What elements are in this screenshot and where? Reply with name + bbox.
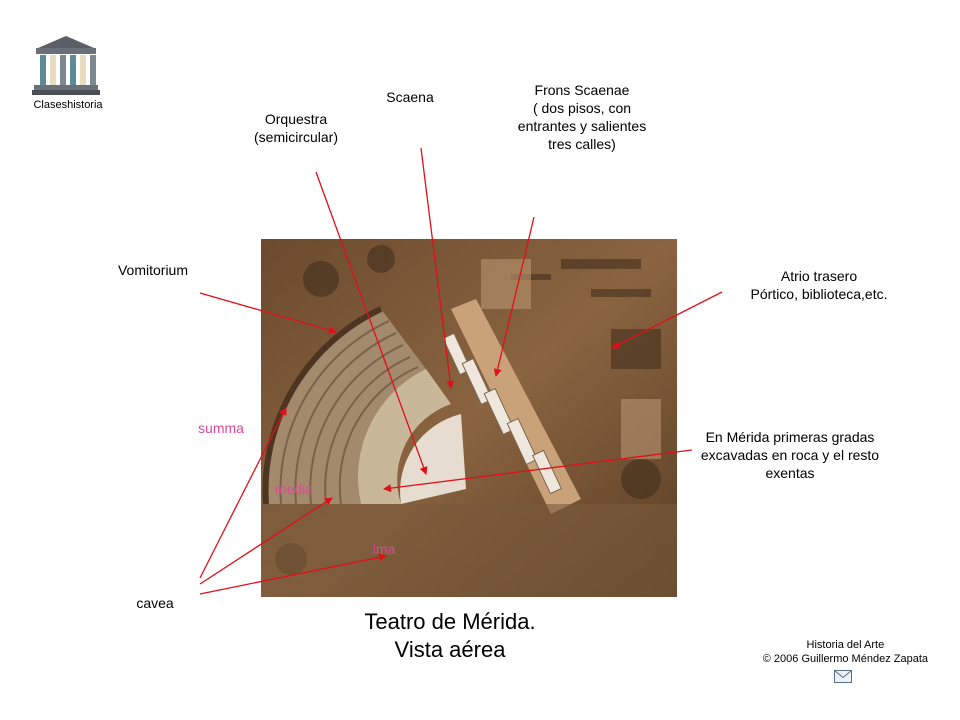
label-orquestra: Orquestra (semicircular) xyxy=(254,111,338,145)
theatre-aerial-photo xyxy=(261,239,677,597)
label-vomitorium: Vomitorium xyxy=(117,262,189,278)
label-merida: En Mérida primeras gradas excavadas en r… xyxy=(700,429,880,481)
label-media: media xyxy=(274,481,314,497)
greek-temple-icon xyxy=(32,36,100,95)
label-atrio: Atrio trasero Pórtico, biblioteca,etc. xyxy=(750,268,888,302)
slide-title: Teatro de Mérida. Vista aérea xyxy=(364,609,536,662)
label-scaena: Scaena xyxy=(386,89,434,105)
label-frons-scaenae: Frons Scaenae ( dos pisos, con entrantes… xyxy=(517,82,647,152)
label-cavea: cavea xyxy=(136,595,174,611)
label-ima: ima xyxy=(372,541,396,557)
mail-icon[interactable] xyxy=(834,670,852,683)
credits: Historia del Arte © 2006 Guillermo Ménde… xyxy=(762,639,928,665)
logo-caption: Claseshistoria xyxy=(33,99,103,111)
label-summa: summa xyxy=(198,420,244,436)
